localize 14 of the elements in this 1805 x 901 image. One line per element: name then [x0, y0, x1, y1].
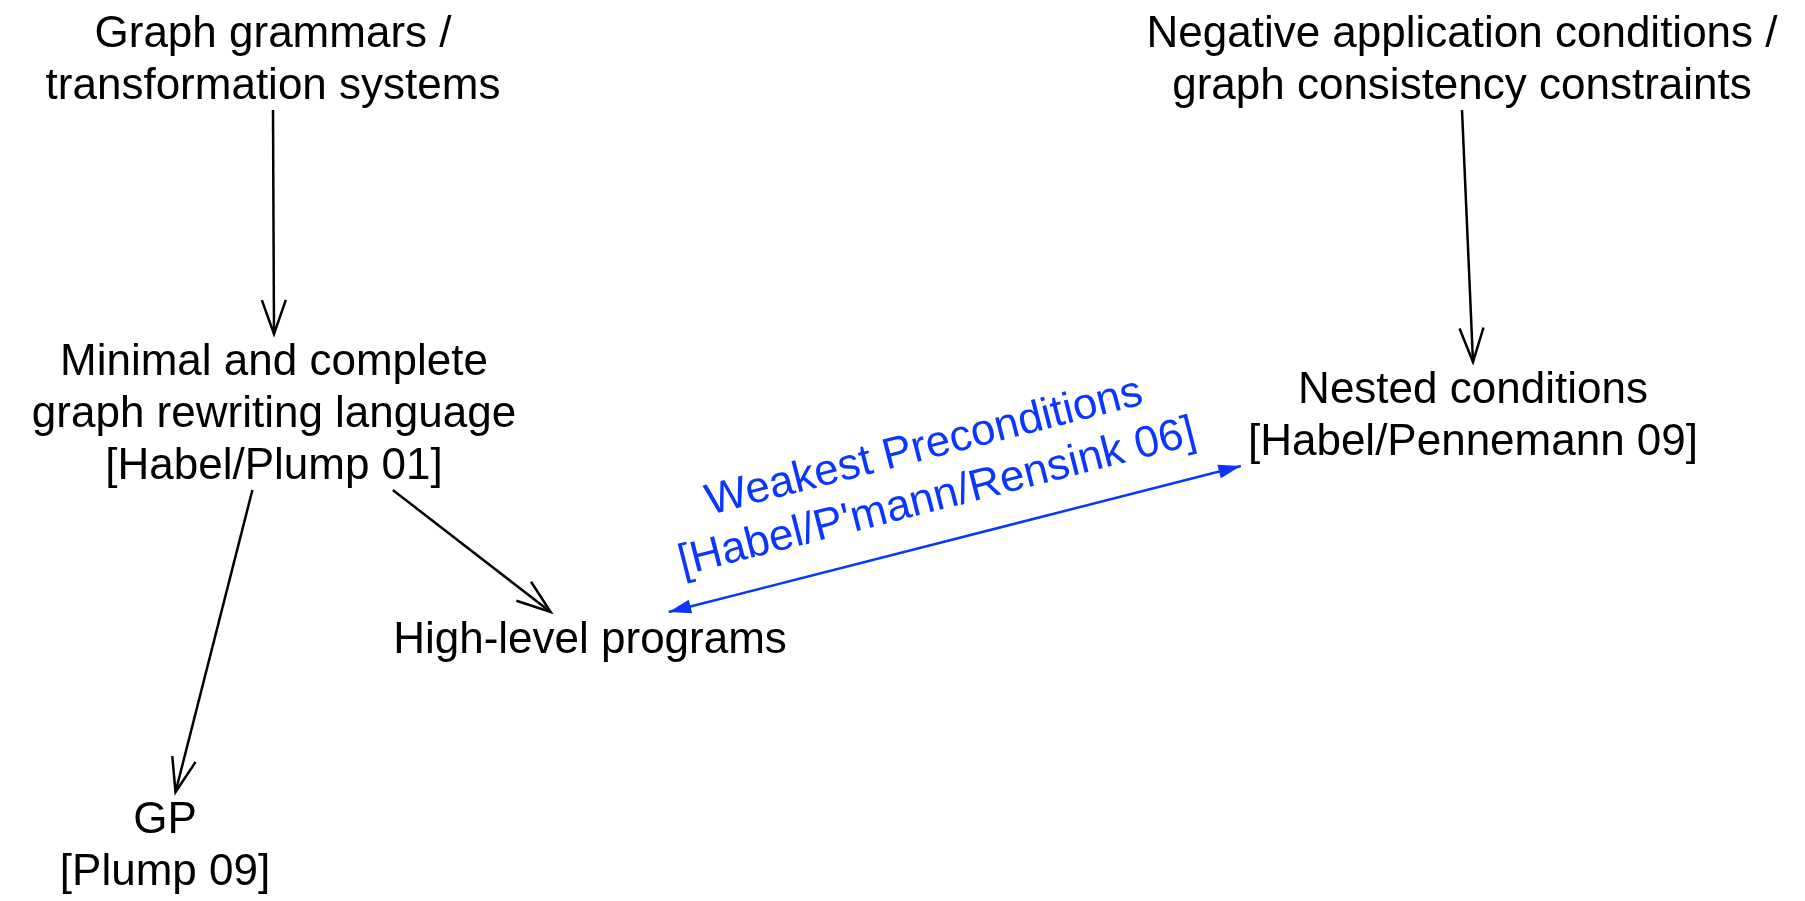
- arrow: [392, 489, 552, 614]
- node-label: Minimal and complete graph rewriting language: [30, 334, 518, 438]
- node-label: GP: [132, 792, 198, 844]
- arrow: [668, 464, 1242, 614]
- arrow: [1458, 109, 1485, 364]
- citation-label: [Habel/Plump 01]: [104, 438, 444, 490]
- node-label: High-level programs: [393, 612, 787, 664]
- node-label: Negative application conditions / graph consistency constraints: [1145, 6, 1779, 110]
- node-label: Graph grammars / transformation systems: [44, 6, 502, 110]
- citation-label: [Plump 09]: [59, 844, 271, 896]
- arrow: [260, 110, 288, 336]
- node-label: Nested conditions: [1297, 362, 1649, 414]
- citation-label: [Habel/Pennemann 09]: [1246, 414, 1700, 466]
- arrow: [171, 489, 254, 794]
